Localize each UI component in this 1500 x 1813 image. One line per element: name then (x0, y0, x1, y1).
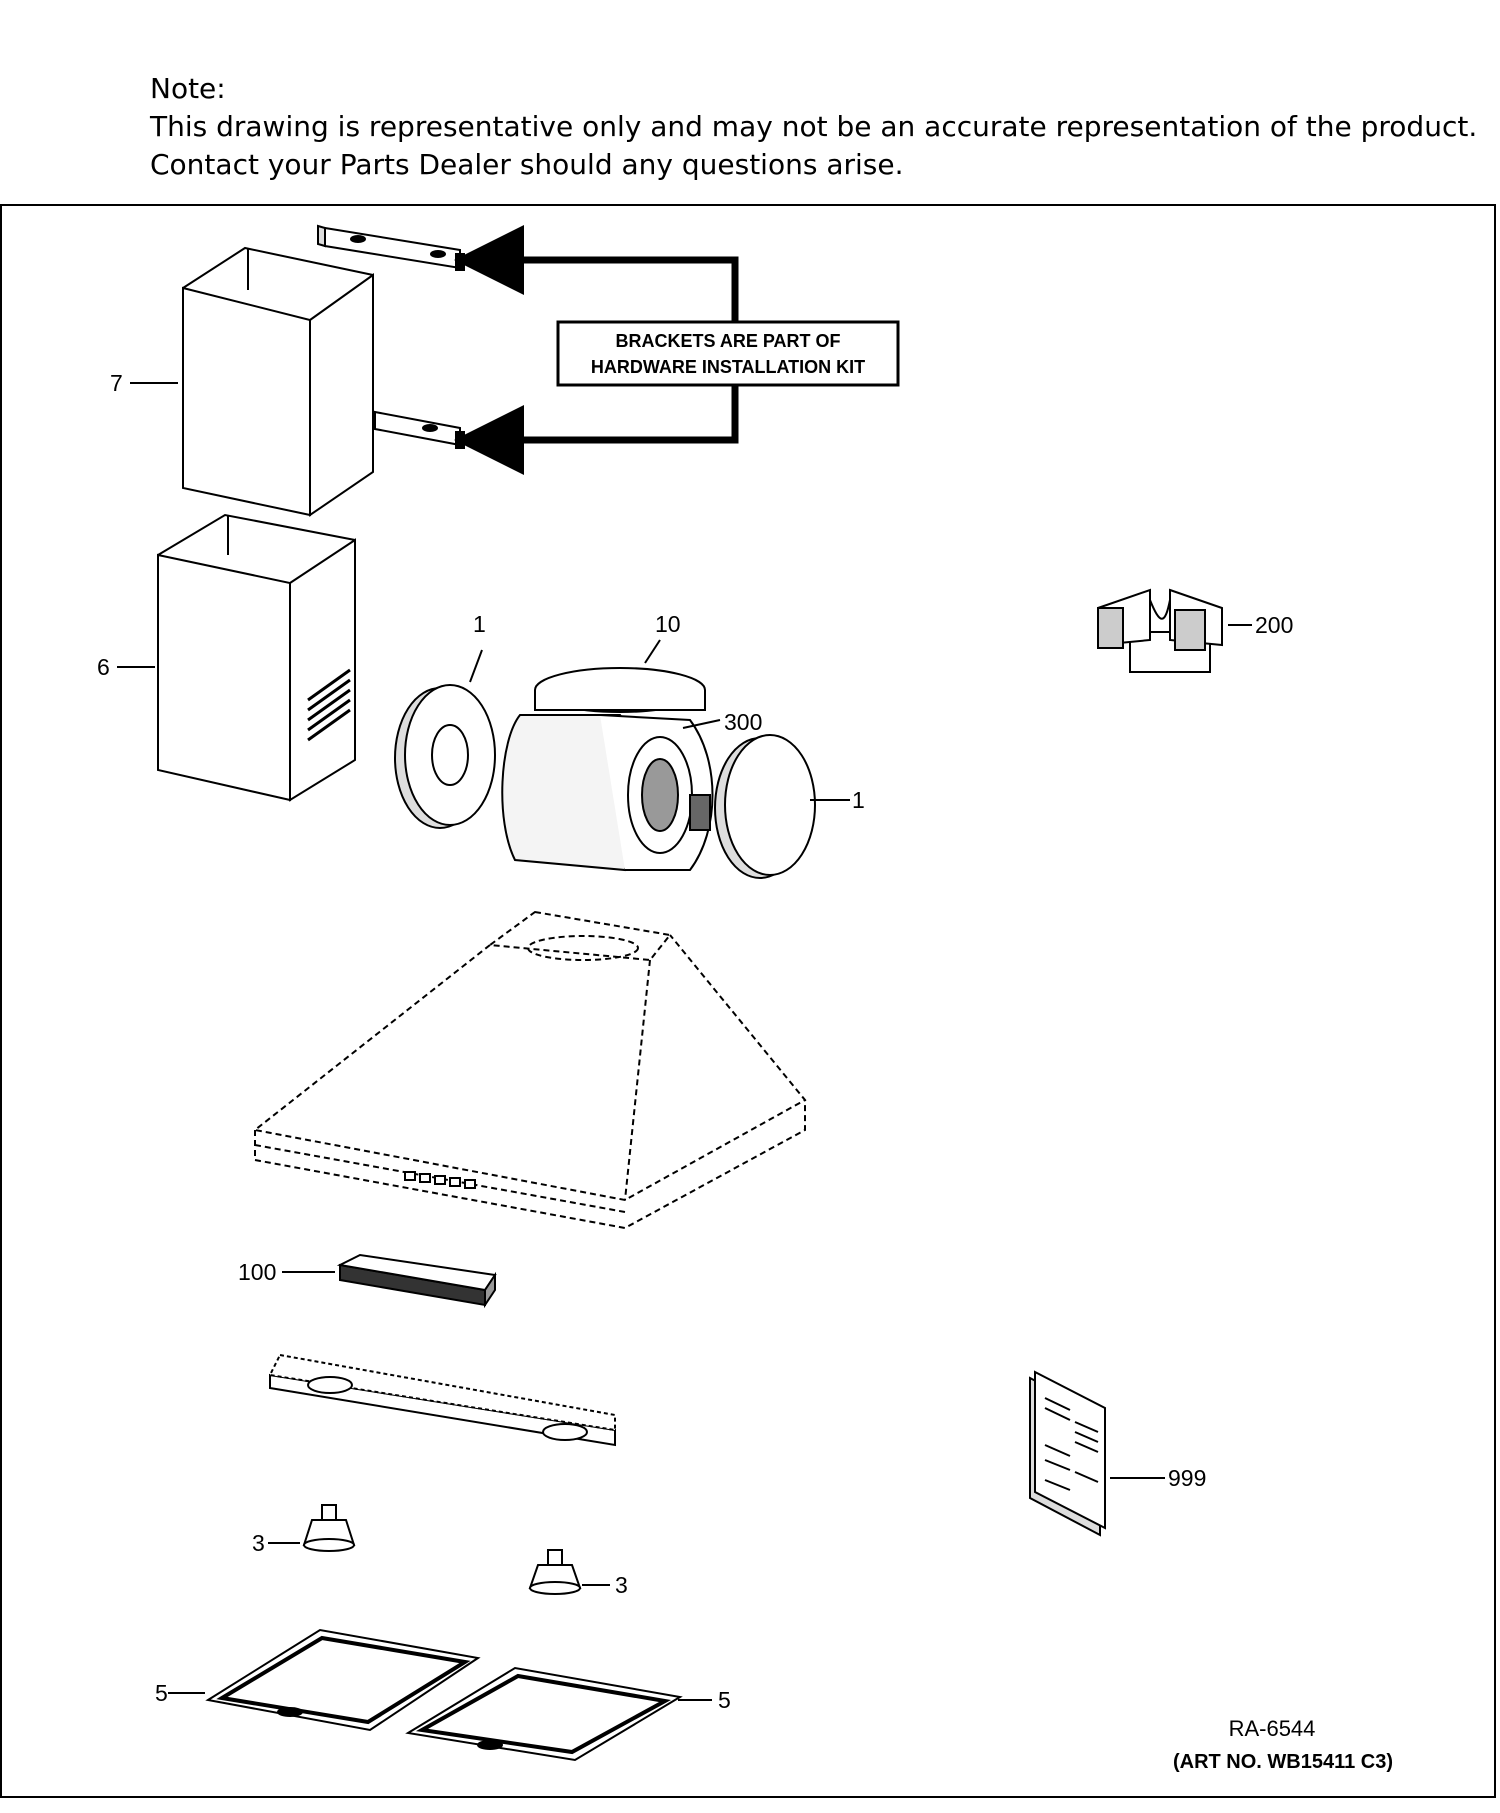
part-label-3-left: 3 (252, 1530, 265, 1556)
part-label-100: 100 (238, 1259, 276, 1285)
filter-disk-left (394, 684, 496, 829)
grease-filter-right (405, 1666, 683, 1762)
note-heading: Note: (150, 72, 226, 105)
part-label-1-left: 1 (473, 611, 486, 637)
part-label-5-right: 5 (718, 1687, 731, 1713)
owners-manual (1029, 1370, 1106, 1537)
leader-1-left (469, 649, 483, 683)
callout-line-2: HARDWARE INSTALLATION KIT (591, 357, 865, 377)
disclaimer-note: Note: This drawing is representative onl… (150, 70, 1477, 184)
lower-chimney-cover (157, 513, 356, 802)
bracket-callout-arrows (454, 225, 739, 475)
grease-filter-left (205, 1628, 481, 1732)
part-label-3-right: 3 (615, 1572, 628, 1598)
upper-bracket (317, 224, 465, 271)
duct-transition (1097, 588, 1223, 673)
light-bulb-right (528, 1549, 582, 1595)
lower-bracket (374, 410, 465, 449)
leader-10 (644, 639, 661, 664)
part-label-6: 6 (97, 654, 110, 680)
bracket-callout-box: BRACKETS ARE PART OF HARDWARE INSTALLATI… (556, 320, 900, 387)
upper-chimney-cover (182, 246, 374, 517)
part-label-10: 10 (655, 611, 681, 637)
part-label-1-right: 1 (852, 787, 865, 813)
part-label-300: 300 (724, 709, 762, 735)
diagram-frame (0, 204, 1496, 1798)
blower-motor-assembly (501, 667, 714, 872)
callout-line-1: BRACKETS ARE PART OF (616, 331, 841, 351)
diagram-reference: RA-6544 (1229, 1716, 1316, 1741)
part-label-999: 999 (1168, 1465, 1206, 1491)
light-panel (268, 1353, 616, 1447)
part-label-5-left: 5 (155, 1680, 168, 1706)
part-label-7: 7 (110, 370, 123, 396)
art-number: (ART NO. WB15411 C3) (1173, 1751, 1393, 1773)
note-line-1: This drawing is representative only and … (150, 110, 1478, 143)
note-line-2: Contact your Parts Dealer should any que… (150, 148, 904, 181)
hood-body-outline (252, 910, 807, 1230)
leader-300 (682, 719, 721, 729)
part-label-200: 200 (1255, 612, 1293, 638)
hood-control-buttons (404, 1171, 476, 1189)
filter-disk-right (714, 734, 816, 879)
control-board (336, 1253, 497, 1309)
light-bulb-left (302, 1504, 356, 1552)
